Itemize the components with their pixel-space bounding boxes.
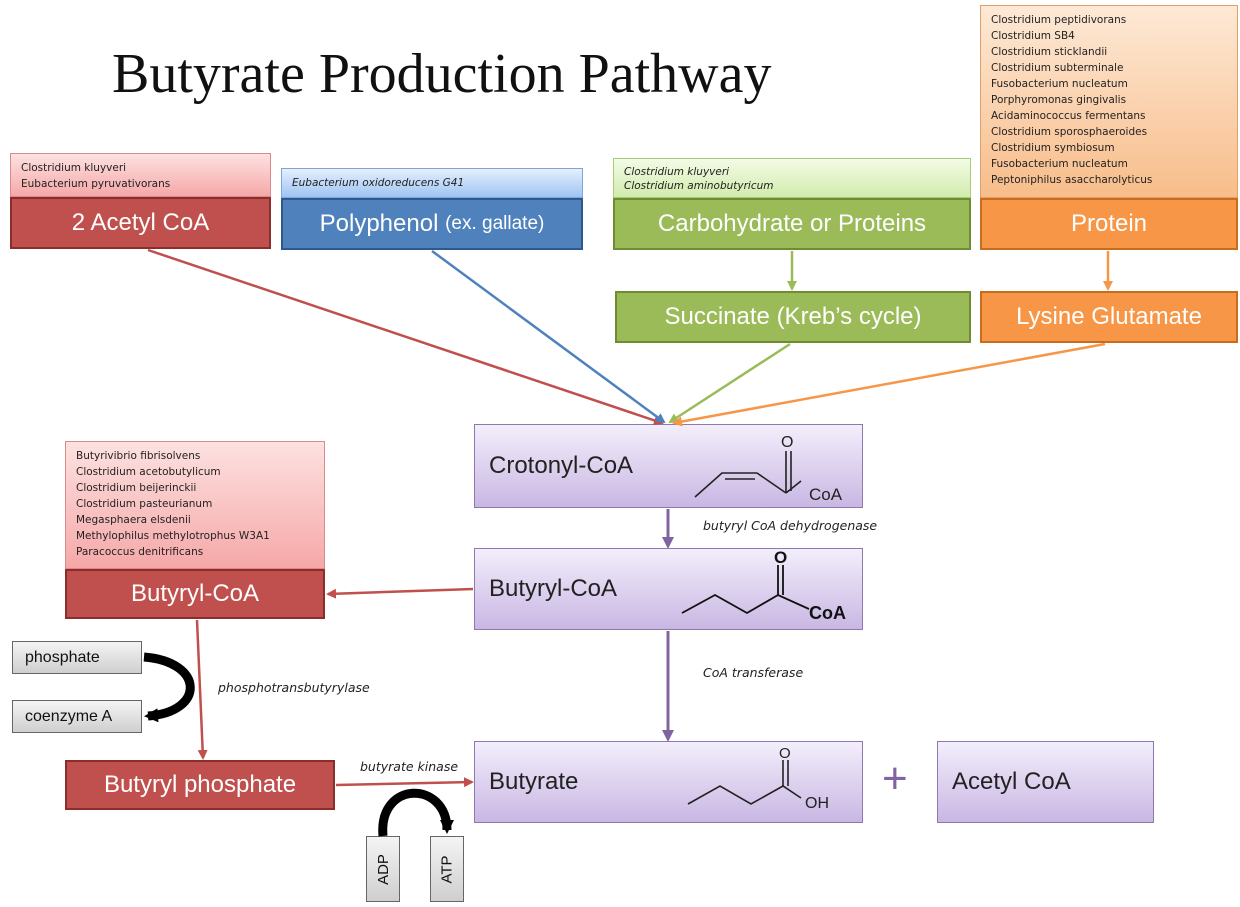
species-item: Clostridium pasteurianum bbox=[76, 498, 213, 510]
arrow-side-to-phosphate bbox=[195, 619, 208, 760]
species-item: Eubacterium oxidoreducens G41 bbox=[292, 177, 465, 189]
enzyme-label-phosphotransbutyrylase: phosphotransbutyrylase bbox=[218, 680, 370, 695]
butyryl-oxygen-label: O bbox=[774, 549, 787, 567]
node-2-acetyl-coa: 2 Acetyl CoA bbox=[10, 197, 271, 249]
species-item: Clostridium symbiosum bbox=[991, 142, 1115, 154]
node-butyrate: Butyrate O OH bbox=[474, 741, 863, 823]
species-item: Methylophilus methylotrophus W3A1 bbox=[76, 530, 270, 542]
node-butyryl-coa: Butyryl-CoA O CoA bbox=[474, 548, 863, 630]
species-box-butyryl: Butyrivibrio fibrisolvens Clostridium ac… bbox=[65, 441, 325, 569]
species-item: Clostridium aminobutyricum bbox=[624, 180, 774, 192]
species-item: Megasphaera elsdenii bbox=[76, 514, 191, 526]
species-box-carbohydrate: Clostridium kluyveri Clostridium aminobu… bbox=[613, 158, 971, 198]
species-box-acetyl: Clostridium kluyveri Eubacterium pyruvat… bbox=[10, 153, 271, 197]
butyryl-coa-structure: O CoA bbox=[681, 549, 846, 623]
arrow-lysine-to-crotonyl bbox=[672, 342, 1106, 427]
polyphenol-note: (ex. gallate) bbox=[445, 213, 545, 234]
species-item: Eubacterium pyruvativorans bbox=[21, 178, 171, 190]
species-item: Paracoccus denitrificans bbox=[76, 546, 204, 558]
species-box-polyphenol: Eubacterium oxidoreducens G41 bbox=[281, 168, 583, 198]
node-butyryl-coa-side: Butyryl-CoA bbox=[65, 569, 325, 619]
species-item: Clostridium subterminale bbox=[991, 62, 1124, 74]
arrow-butyryl-to-side bbox=[326, 587, 474, 599]
species-item: Fusobacterium nucleatum bbox=[991, 78, 1128, 90]
node-polyphenol: Polyphenol (ex. gallate) bbox=[281, 198, 583, 250]
butyryl-coa-label: Butyryl-CoA bbox=[489, 575, 618, 602]
enzyme-label-dehydrogenase: butyryl CoA dehydrogenase bbox=[703, 518, 878, 533]
butyrate-label: Butyrate bbox=[489, 768, 579, 795]
species-item: Porphyromonas gingivalis bbox=[991, 94, 1127, 106]
crotonyl-coa-label: Crotonyl-CoA bbox=[489, 452, 634, 479]
arrow-succinate-to-crotonyl bbox=[668, 342, 791, 424]
adp-box: ADP bbox=[366, 836, 400, 902]
node-acetyl-coa: Acetyl CoA bbox=[937, 741, 1154, 823]
atp-box: ATP bbox=[430, 836, 464, 902]
species-item: Butyrivibrio fibrisolvens bbox=[76, 450, 201, 462]
species-item: Clostridium acetobutylicum bbox=[76, 466, 221, 478]
butyrate-structure: O OH bbox=[687, 745, 829, 812]
arrow-phosphate-to-butyrate bbox=[335, 777, 474, 788]
butyryl-coa-group: CoA bbox=[809, 603, 846, 623]
polyphenol-label: Polyphenol bbox=[319, 210, 439, 237]
phosphate-box: phosphate bbox=[12, 641, 142, 674]
species-item: Clostridium kluyveri bbox=[624, 166, 730, 178]
species-item: Clostridium beijerinckii bbox=[76, 482, 197, 494]
crotonyl-oxygen-label: O bbox=[781, 434, 793, 451]
crotonyl-coa-structure: O CoA bbox=[694, 434, 843, 504]
butyrate-oh-group: OH bbox=[805, 795, 829, 812]
acetyl-coa-label: Acetyl CoA bbox=[952, 768, 1071, 795]
arrow-phosphate-to-coenzyme bbox=[143, 652, 195, 723]
node-crotonyl-coa: Crotonyl-CoA O CoA bbox=[474, 424, 863, 508]
species-item: Peptoniphilus asaccharolyticus bbox=[991, 174, 1153, 186]
node-carbohydrate-proteins: Carbohydrate or Proteins bbox=[613, 198, 971, 250]
species-item: Clostridium SB4 bbox=[991, 30, 1075, 42]
page-title: Butyrate Production Pathway bbox=[112, 43, 772, 105]
coenzyme-a-box: coenzyme A bbox=[12, 700, 142, 733]
arrow-adp-to-atp bbox=[378, 788, 454, 837]
node-succinate: Succinate (Kreb’s cycle) bbox=[615, 291, 971, 343]
plus-sign: + bbox=[882, 754, 908, 803]
species-item: Clostridium sticklandii bbox=[991, 46, 1108, 58]
butyrate-oxygen-label: O bbox=[779, 745, 791, 762]
node-butyryl-phosphate: Butyryl phosphate bbox=[65, 760, 335, 810]
species-item: Clostridium peptidivorans bbox=[991, 14, 1127, 26]
species-box-protein: Clostridium peptidivorans Clostridium SB… bbox=[980, 5, 1238, 198]
species-item: Clostridium kluyveri bbox=[21, 162, 127, 174]
species-item: Acidaminococcus fermentans bbox=[991, 110, 1146, 122]
crotonyl-coa-group: CoA bbox=[809, 485, 843, 504]
enzyme-label-kinase: butyrate kinase bbox=[360, 759, 459, 774]
species-item: Clostridium sporosphaeroides bbox=[991, 126, 1148, 138]
arrow-acetyl-to-crotonyl bbox=[147, 248, 664, 426]
enzyme-label-transferase: CoA transferase bbox=[703, 665, 804, 680]
species-item: Fusobacterium nucleatum bbox=[991, 158, 1128, 170]
node-protein: Protein bbox=[980, 198, 1238, 250]
node-lysine-glutamate: Lysine Glutamate bbox=[980, 291, 1238, 343]
arrow-polyphenol-to-crotonyl bbox=[431, 249, 666, 424]
